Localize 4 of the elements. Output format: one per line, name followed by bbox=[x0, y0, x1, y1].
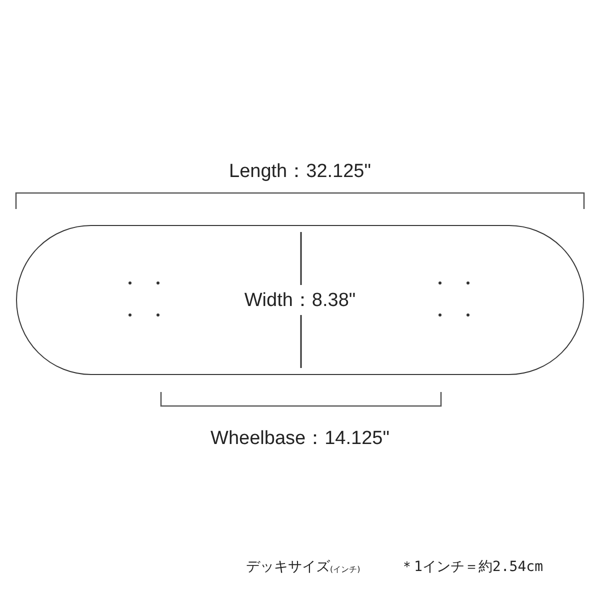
dimension-label: Wheelbase：14.125" bbox=[210, 427, 390, 451]
dimension-label: Length：32.125" bbox=[229, 160, 371, 184]
skateboard-deck bbox=[16, 225, 584, 375]
note-text: ＊1インチ＝約2.54cm bbox=[400, 558, 544, 576]
